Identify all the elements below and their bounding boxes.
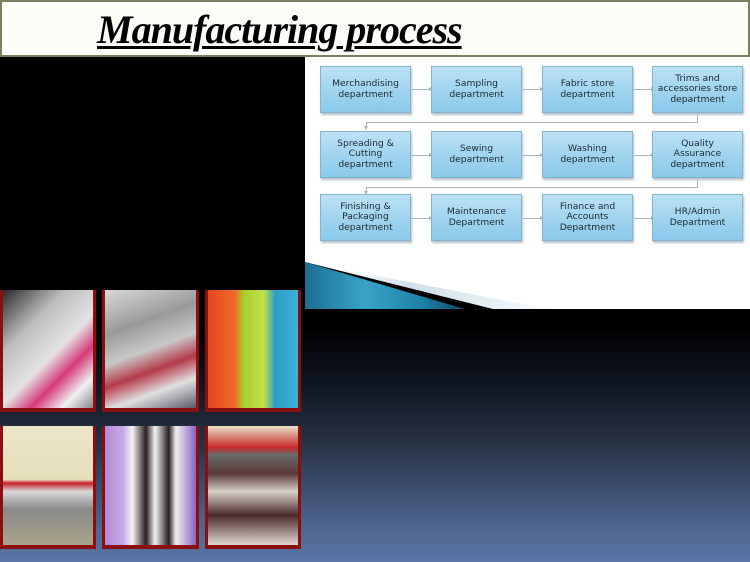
flow-box-hr-admin: HR/Admin Department: [652, 194, 743, 241]
arrow-right-icon: [523, 153, 544, 157]
flow-box-finance-accounts: Finance and Accounts Department: [542, 194, 633, 241]
arrow-down-icon: [363, 126, 368, 130]
connector-line: [697, 114, 698, 122]
connector-line: [366, 122, 698, 123]
connector-line: [366, 187, 698, 188]
photo-printer-3: [205, 426, 301, 549]
photo-printer-1: [0, 426, 96, 549]
flow-box-sampling: Sampling department: [431, 66, 522, 113]
flow-box-washing: Washing department: [542, 131, 633, 178]
arrow-right-icon: [634, 87, 655, 91]
flow-box-maintenance: Maintenance Department: [431, 194, 522, 241]
slide-title: Manufacturing process: [97, 7, 463, 52]
flow-box-finishing-packaging: Finishing & Packaging department: [320, 194, 411, 241]
arrow-down-icon: [363, 191, 368, 195]
arrow-right-icon: [523, 216, 544, 220]
connector-line: [366, 122, 367, 127]
decorative-swoosh: [305, 262, 750, 312]
flow-box-merchandising: Merchandising department: [320, 66, 411, 113]
black-panel: [0, 57, 305, 275]
arrow-right-icon: [412, 216, 433, 220]
title-bar: Manufacturing process: [0, 0, 750, 57]
flowchart-panel: Merchandising department Sampling depart…: [305, 57, 750, 312]
connector-line: [366, 187, 367, 192]
connector-line: [697, 179, 698, 187]
flow-box-quality-assurance: Quality Assurance department: [652, 131, 743, 178]
photo-grid: [0, 288, 305, 550]
arrow-right-icon: [634, 216, 655, 220]
flow-box-sewing: Sewing department: [431, 131, 522, 178]
photo-sewing-floor: [102, 290, 199, 412]
flow-box-trims-accessories: Trims and accessories store department: [652, 66, 743, 113]
flow-box-fabric-store: Fabric store department: [542, 66, 633, 113]
photo-embroidery-machines: [0, 290, 96, 412]
arrow-right-icon: [412, 87, 433, 91]
photo-printer-2: [102, 426, 199, 549]
arrow-right-icon: [412, 153, 433, 157]
flow-box-spreading-cutting: Spreading & Cutting department: [320, 131, 411, 178]
arrow-right-icon: [523, 87, 544, 91]
arrow-right-icon: [634, 153, 655, 157]
photo-colored-garments: [205, 290, 301, 412]
